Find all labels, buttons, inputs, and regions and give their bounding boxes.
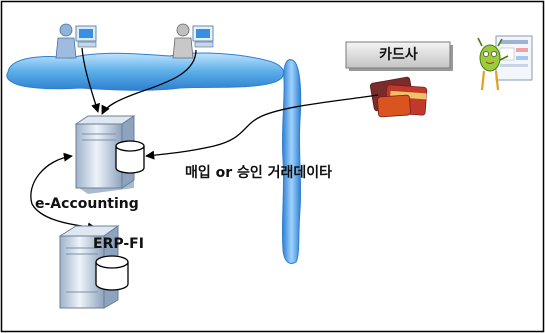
erp-fi-label: ERP-FI bbox=[93, 236, 144, 252]
network-cloud bbox=[6, 52, 285, 91]
user2-to-server-arrow bbox=[101, 49, 197, 115]
server-to-erp-arrow bbox=[30, 152, 73, 205]
user1-to-server-arrow bbox=[81, 47, 101, 113]
card-company-label: 카드사 bbox=[379, 47, 418, 63]
network-pillar bbox=[281, 59, 302, 264]
database-icon bbox=[115, 140, 145, 174]
mascot-presenter-icon bbox=[477, 35, 533, 91]
transaction-data-label: 매입 or 승인 거래데이타 bbox=[185, 165, 333, 181]
credit-cards-icon bbox=[369, 76, 428, 118]
card-company-box bbox=[345, 41, 453, 71]
e-accounting-label: e-Accounting bbox=[35, 196, 139, 212]
user-computer-icon bbox=[55, 23, 97, 59]
database-icon bbox=[95, 255, 129, 291]
eaccounting-server-icon bbox=[74, 115, 136, 194]
erp-server-icon bbox=[58, 225, 120, 309]
user-computer-icon bbox=[172, 23, 214, 59]
cards-to-database-line bbox=[145, 94, 379, 160]
